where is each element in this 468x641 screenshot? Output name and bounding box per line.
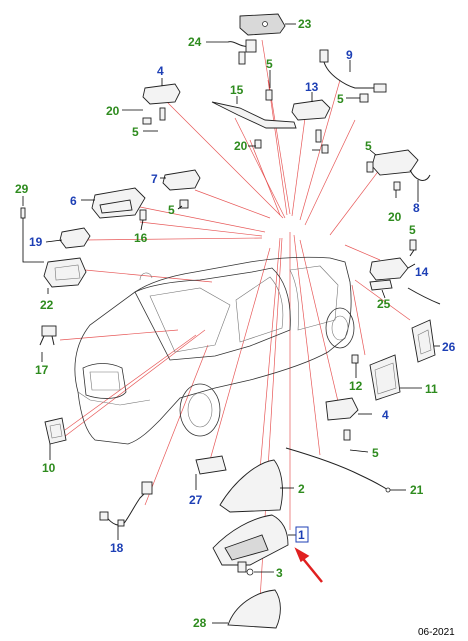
part-22-bracket (43, 257, 87, 288)
part-7-module (162, 169, 201, 209)
callout-4-top: 4 (157, 64, 164, 78)
part-14-module (369, 239, 441, 305)
part-24-connector (227, 39, 257, 65)
red-reference-lines (59, 39, 411, 601)
callout-7: 7 (151, 172, 158, 186)
callout-25: 25 (377, 297, 391, 311)
callout-1-box (295, 526, 309, 543)
callout-21: 21 (410, 483, 424, 497)
callout-5-b: 5 (266, 57, 273, 71)
part-18-cable (99, 481, 153, 527)
red-pointer-arrow (294, 547, 323, 583)
callout-10: 10 (42, 461, 56, 475)
callout-19: 19 (29, 235, 43, 249)
callout-5-a: 5 (132, 125, 139, 139)
callout-27: 27 (189, 493, 203, 507)
callout-5-f: 5 (409, 223, 416, 237)
callout-23: 23 (298, 17, 312, 31)
callout-5-d: 5 (365, 139, 372, 153)
part-21-cable (285, 447, 391, 493)
part-12-clip (351, 354, 359, 364)
part-8-module (366, 149, 431, 191)
callout-1: 1 (298, 528, 305, 542)
part-2-antenna-cover (219, 459, 283, 513)
part-17-connector (39, 325, 57, 346)
vehicle-outline (74, 256, 355, 445)
callout-18: 18 (110, 541, 124, 555)
part-9-cable (319, 49, 387, 93)
callout-29: 29 (15, 182, 29, 196)
callout-17: 17 (35, 363, 49, 377)
part-1-antenna (212, 514, 289, 573)
callout-11: 11 (425, 382, 438, 396)
part-25-pad (369, 279, 393, 291)
callout-labels: 1 2 3 4 4 5 5 5 5 5 5 5 6 7 8 9 10 11 12… (15, 17, 456, 630)
callout-6: 6 (70, 194, 77, 208)
callout-8: 8 (413, 201, 420, 215)
callout-3: 3 (276, 566, 283, 580)
part-6-module (91, 187, 147, 221)
callout-28: 28 (193, 616, 207, 630)
callout-15: 15 (230, 83, 244, 97)
callout-12: 12 (349, 379, 363, 393)
part-15-strip (211, 89, 297, 149)
part-4-module-left (142, 83, 181, 125)
leader-lines (41, 23, 440, 624)
date-code: 06-2021 (418, 627, 455, 638)
callout-14: 14 (415, 265, 429, 279)
part-19-sensor (59, 227, 91, 249)
callout-4-right: 4 (382, 408, 389, 422)
part-27-module (195, 455, 227, 475)
callout-24: 24 (188, 35, 202, 49)
part-4-module-right (325, 397, 359, 441)
callout-5-c: 5 (337, 92, 344, 106)
callout-20-a: 20 (106, 104, 120, 118)
callout-5-e: 5 (168, 203, 175, 217)
callout-9: 9 (346, 48, 353, 62)
part-10-module (44, 417, 67, 445)
callout-26: 26 (442, 340, 456, 354)
part-26-bracket (411, 319, 436, 363)
callout-20-b: 20 (234, 139, 248, 153)
callout-22: 22 (40, 298, 54, 312)
callout-16: 16 (134, 231, 148, 245)
part-11-module (369, 354, 401, 401)
part-3-screw (246, 568, 254, 576)
callout-20-c: 20 (388, 210, 402, 224)
part-13-module (291, 93, 369, 154)
callout-2: 2 (298, 482, 305, 496)
part-29-stud (20, 196, 44, 263)
callout-5-g: 5 (372, 446, 379, 460)
part-23-bracket (239, 13, 286, 36)
callout-13: 13 (305, 80, 319, 94)
part-28-cover (227, 589, 281, 629)
